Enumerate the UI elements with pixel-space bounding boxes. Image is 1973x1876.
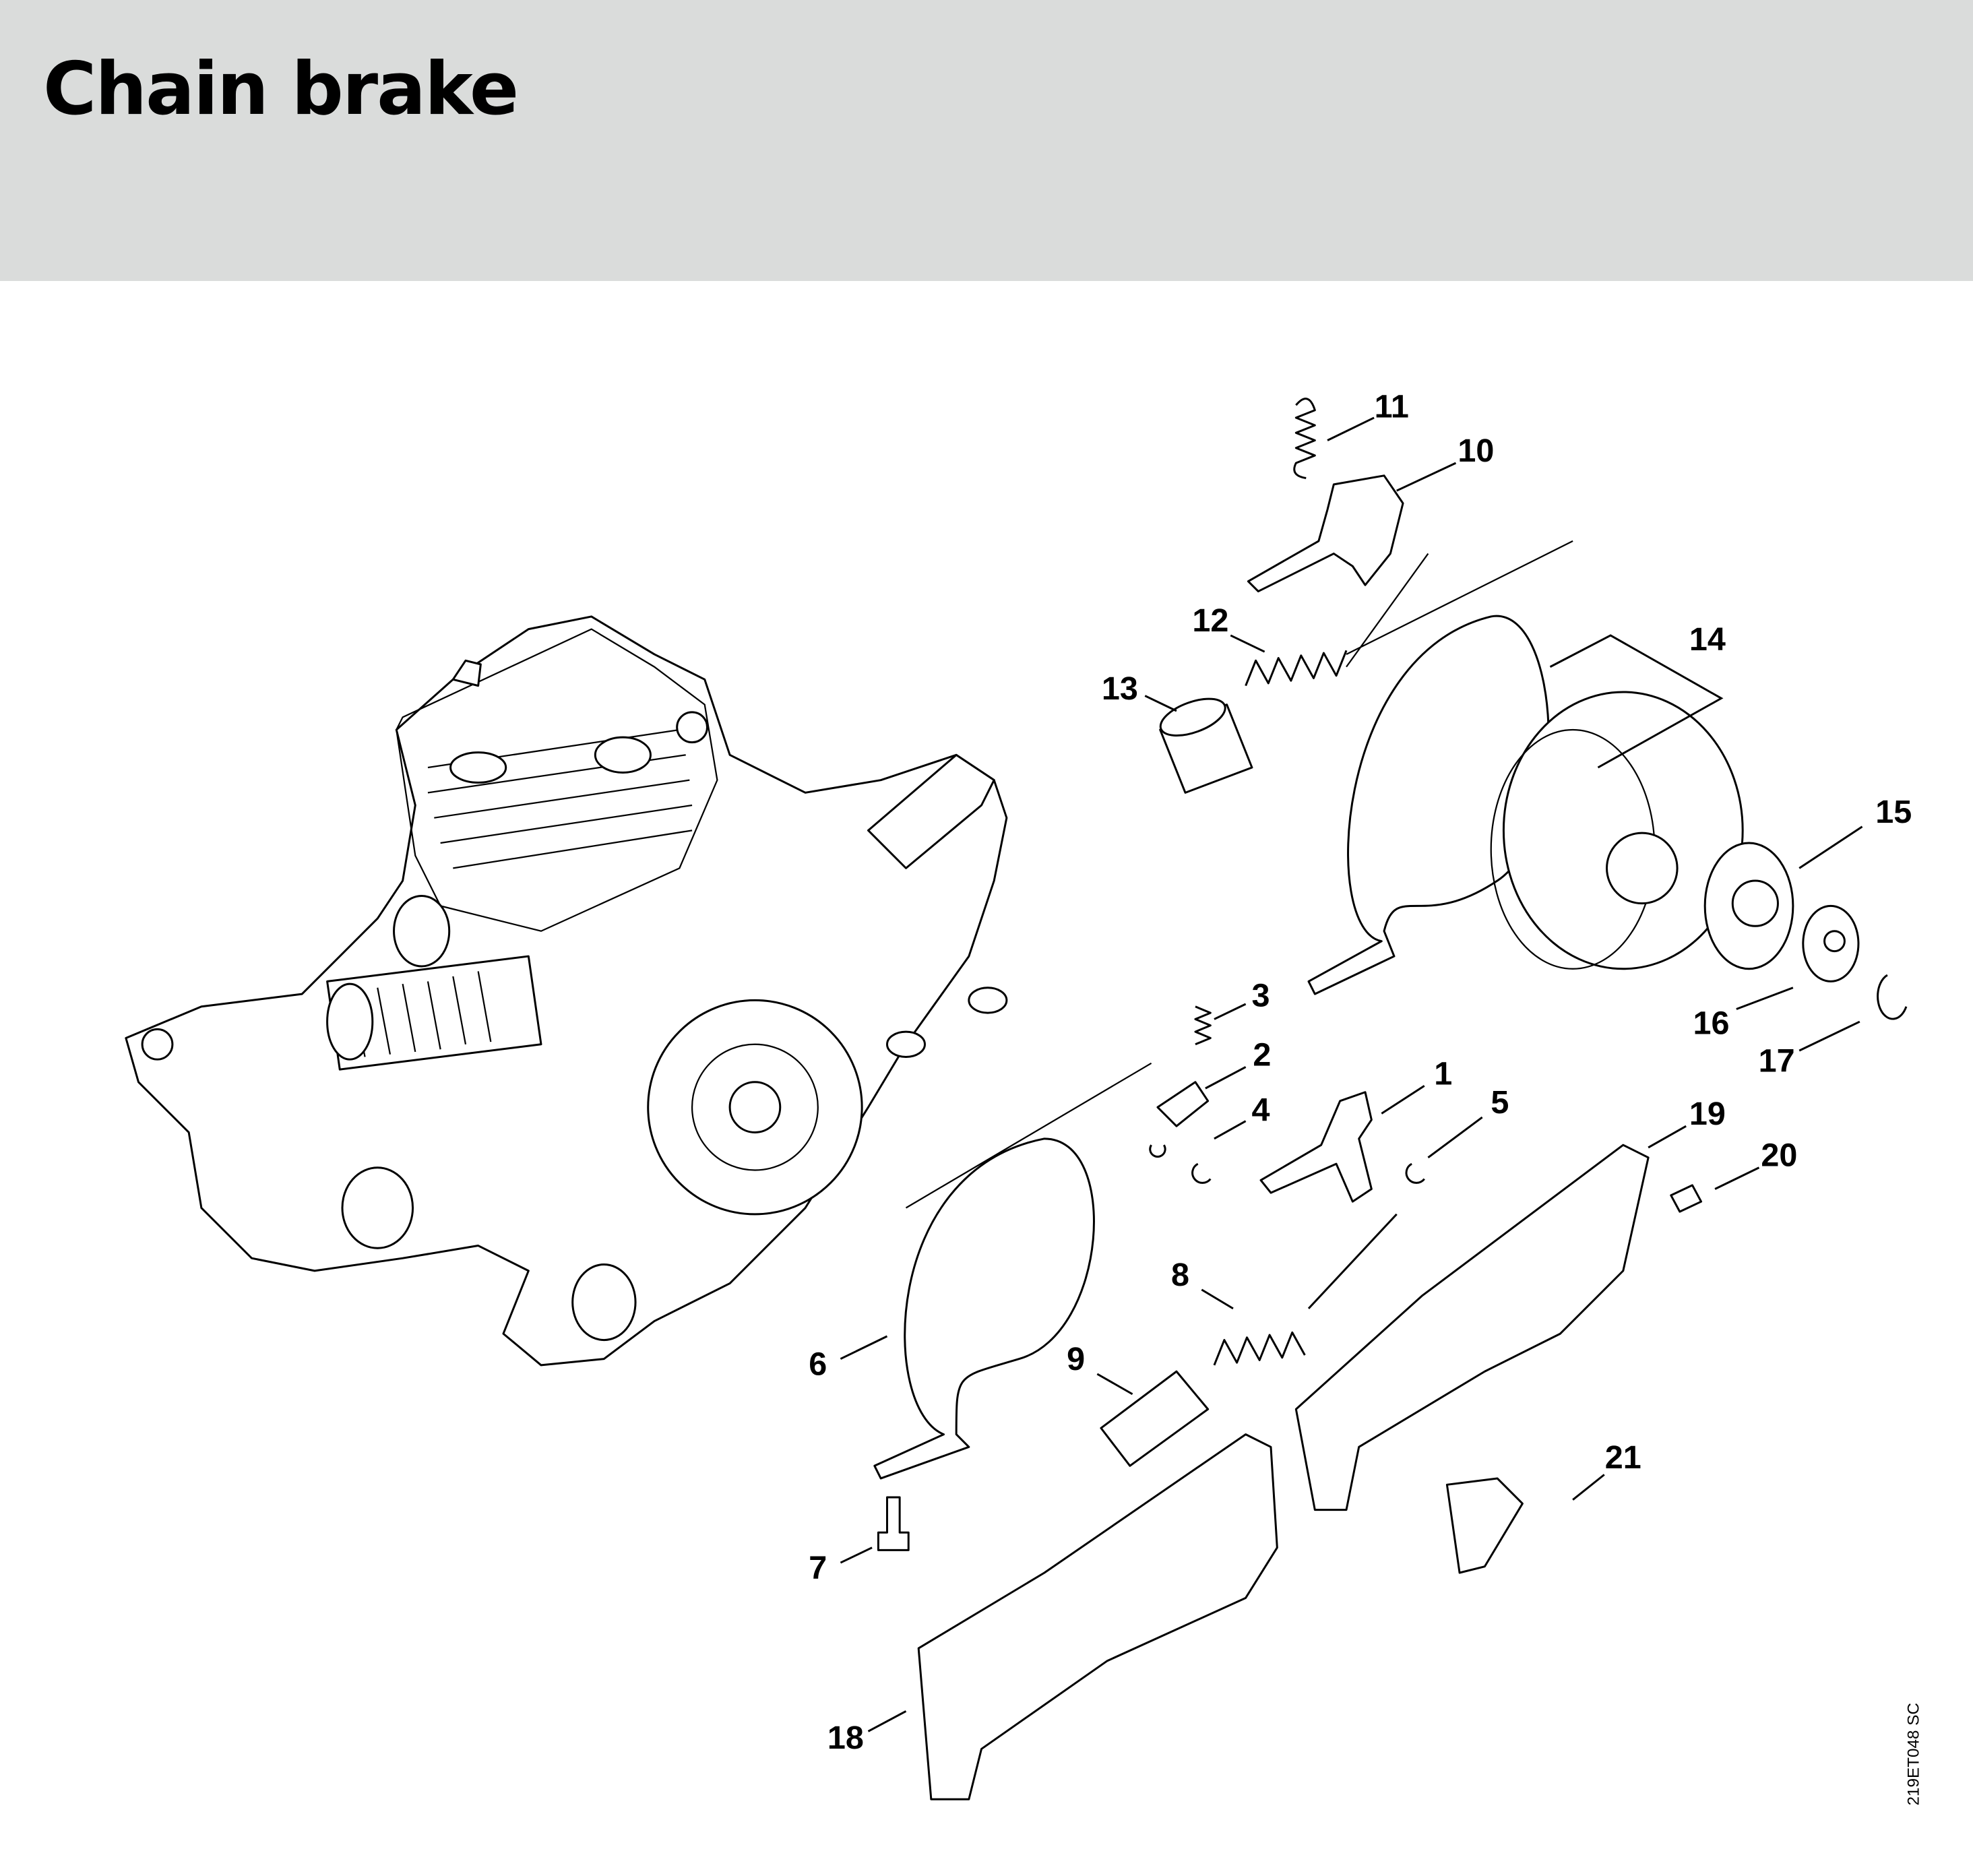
callout-11: 11 [1375,389,1409,425]
compression-spring-8 [1213,1213,1398,1366]
leader-lines [840,416,1863,1732]
e-clip-5 [1405,1162,1425,1184]
callout-7: 7 [809,1550,827,1586]
brake-band-6 [873,1137,1095,1480]
callout-4: 4 [1252,1092,1270,1128]
slide-21 [1445,1477,1524,1574]
callout-9: 9 [1067,1341,1085,1377]
callout-14: 14 [1689,621,1726,658]
sprocket-cover-18 [917,1433,1278,1801]
callout-12: 12 [1192,602,1228,639]
screw-7 [877,1496,910,1551]
brake-lever-assembly-10 [1247,474,1404,593]
callout-13: 13 [1102,670,1138,707]
tension-spring-11 [1293,398,1316,480]
sleeve-9 [1100,1370,1210,1467]
callout-21: 21 [1605,1439,1641,1476]
brake-lever-1 [1259,1091,1373,1203]
engine-crankcase-drawing [125,615,1008,1367]
bell-crank-2 [1149,1081,1210,1158]
e-clip-17 [1877,974,1908,1020]
compression-spring-12 [1245,650,1348,687]
callout-2: 2 [1253,1036,1271,1073]
callout-15: 15 [1875,794,1912,830]
callout-6: 6 [809,1346,827,1383]
drawing-code: 219ET048 SC [1905,1703,1923,1805]
callout-19: 19 [1689,1096,1726,1132]
screw-20 [1670,1184,1703,1213]
callout-5: 5 [1491,1084,1509,1121]
callout-3: 3 [1252,978,1270,1014]
e-clip-4 [1191,1162,1212,1184]
callout-1: 1 [1434,1055,1452,1092]
callout-18: 18 [827,1720,864,1756]
callout-20: 20 [1761,1137,1797,1174]
page-title: Chain brake [43,47,519,131]
callout-labels: 1 2 3 4 5 6 7 8 9 10 11 12 13 14 15 16 1… [809,389,1912,1757]
callout-16: 16 [1693,1005,1730,1042]
clutch-drum-14 [1502,691,1744,970]
callout-8: 8 [1171,1257,1189,1293]
header-bar: Chain brake [0,0,1973,281]
callout-10: 10 [1458,433,1494,469]
sprocket-cover-19 [1294,1144,1650,1511]
callout-17: 17 [1759,1043,1795,1080]
tension-spring-3 [1194,1005,1212,1046]
